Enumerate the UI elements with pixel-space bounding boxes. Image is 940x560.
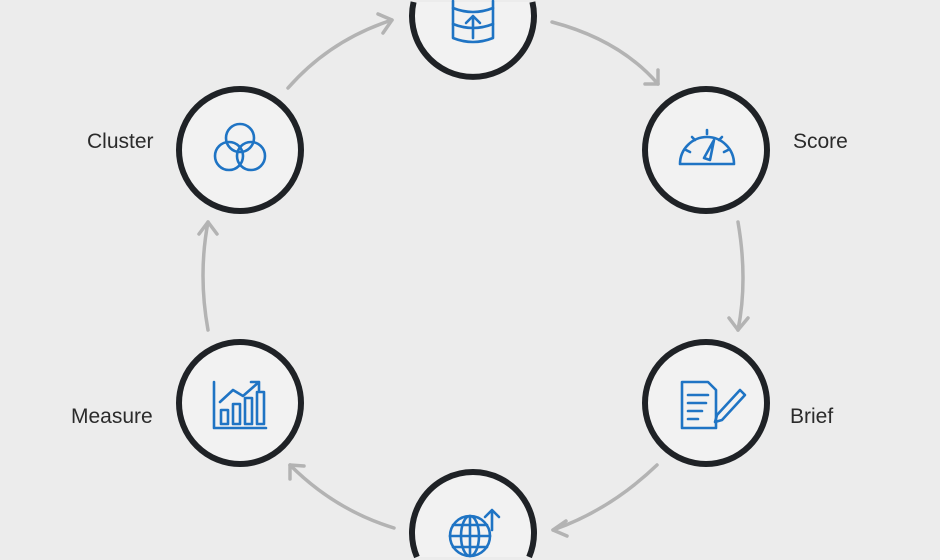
arrow-brief-to-publish [551, 463, 659, 538]
arrow-publish-to-measure [288, 463, 396, 530]
node-publish[interactable] [409, 469, 537, 559]
node-brief[interactable] [642, 339, 770, 467]
arrow-score-to-brief [727, 220, 750, 332]
label-measure: Measure [71, 405, 153, 428]
database-upload-icon [451, 0, 495, 44]
label-brief: Brief [790, 405, 834, 428]
document-pen-icon [680, 380, 747, 430]
bar-chart-growth-icon [212, 380, 268, 430]
globe-upload-icon [448, 508, 501, 558]
gauge-icon [678, 128, 736, 166]
label-score: Score [793, 130, 848, 153]
node-ingest[interactable] [409, 0, 537, 80]
node-measure[interactable] [176, 339, 304, 467]
arrow-ingest-to-score [550, 20, 660, 86]
node-score[interactable] [642, 86, 770, 214]
arrow-measure-to-cluster [197, 220, 219, 332]
venn-circles-icon [213, 122, 267, 172]
label-cluster: Cluster [87, 130, 154, 153]
node-cluster[interactable] [176, 86, 304, 214]
arrow-cluster-to-ingest [286, 12, 394, 90]
